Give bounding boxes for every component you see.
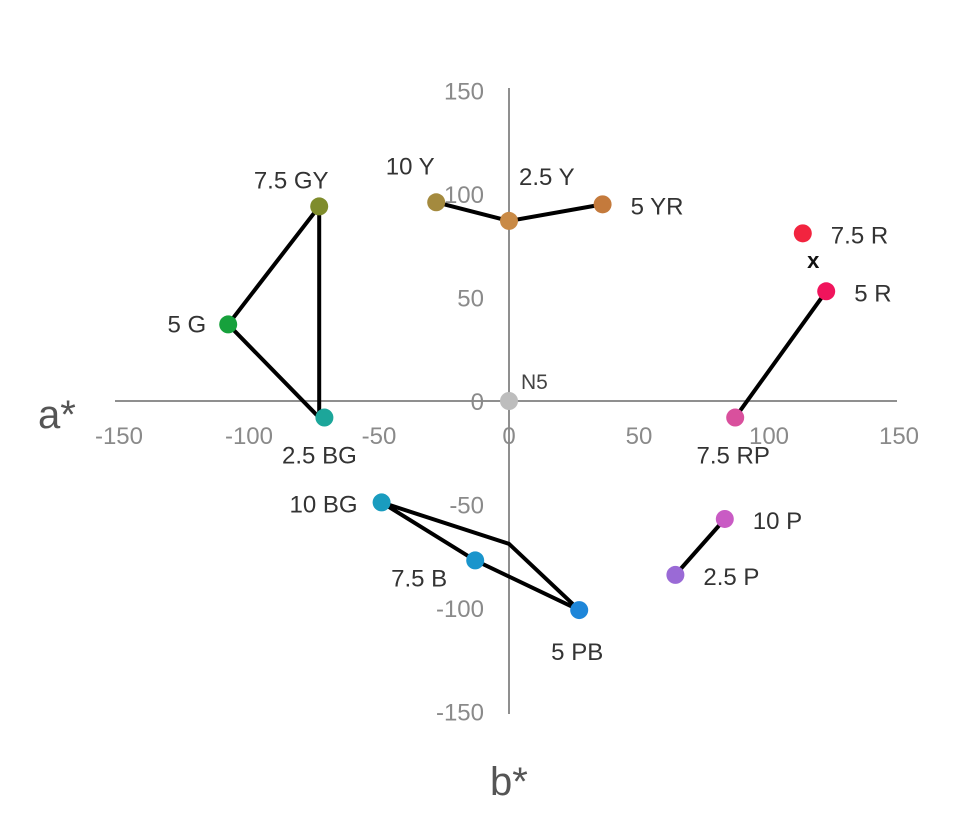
point-5-yr [593, 195, 612, 214]
point-2-5-y [500, 211, 518, 230]
label-7-5-b: 7.5 B [391, 565, 447, 592]
point-7-5-b [466, 551, 485, 570]
point-7-5-rp [726, 408, 745, 427]
x-tick-label: -50 [362, 423, 397, 450]
y-tick-label: 150 [444, 79, 484, 106]
label-10-p: 10 P [753, 508, 802, 535]
point-n5 [500, 392, 518, 410]
point-10-y [427, 193, 446, 212]
label-2-5-bg: 2.5 BG [282, 443, 357, 470]
label-7-5-rp: 7.5 RP [697, 443, 770, 470]
label-5-r: 5 R [854, 280, 891, 307]
y-tick-label: -50 [449, 493, 484, 520]
point-10-p [715, 509, 734, 528]
point-2-5-bg [315, 408, 334, 427]
x-tick-label: 100 [749, 423, 789, 450]
x-tick-label: 0 [502, 423, 515, 450]
x-tick-label: -100 [225, 423, 273, 450]
y-tick-label: 0 [471, 389, 484, 416]
y-axis-title: b* [490, 760, 528, 804]
x-tick-label: 50 [626, 423, 653, 450]
label-2-5-p: 2.5 P [703, 564, 759, 591]
point-7-5-gy [310, 197, 329, 216]
label-7-5-r: 7.5 R [831, 222, 888, 249]
data-points [219, 193, 836, 620]
label-2-5-y: 2.5 Y [519, 164, 575, 191]
connector-lines [225, 200, 828, 612]
point-5-g [219, 315, 238, 334]
x-tick-label: 150 [879, 423, 919, 450]
point-5-r [817, 282, 836, 301]
point-10-bg [372, 493, 391, 512]
point-7-5-r [793, 224, 812, 243]
y-tick-label: 50 [457, 286, 484, 313]
label-n5: N5 [521, 371, 548, 394]
point-5-pb [570, 601, 589, 620]
label-5-yr: 5 YR [631, 193, 684, 220]
label-7-5-gy: 7.5 GY [254, 167, 329, 194]
y-tick-label: -100 [436, 596, 484, 623]
label-10-bg: 10 BG [290, 491, 358, 518]
label-10-y: 10 Y [386, 153, 435, 180]
x-tick-label: -150 [95, 423, 143, 450]
label-5-pb: 5 PB [551, 639, 603, 666]
connector-line [225, 205, 322, 423]
point-2-5-p [666, 565, 685, 584]
x-axis-title: a* [38, 393, 76, 437]
connector-line [733, 290, 828, 419]
connector-line [673, 517, 727, 577]
y-tick-label: -150 [436, 700, 484, 727]
label-5-g: 5 G [168, 311, 207, 338]
annotation-marker: x [807, 248, 820, 273]
point-labels: N5 5 R 7.5 R 5 YR 2.5 Y 10 Y 7.5 GY 5 G 2.5 BG 10… [168, 153, 892, 666]
